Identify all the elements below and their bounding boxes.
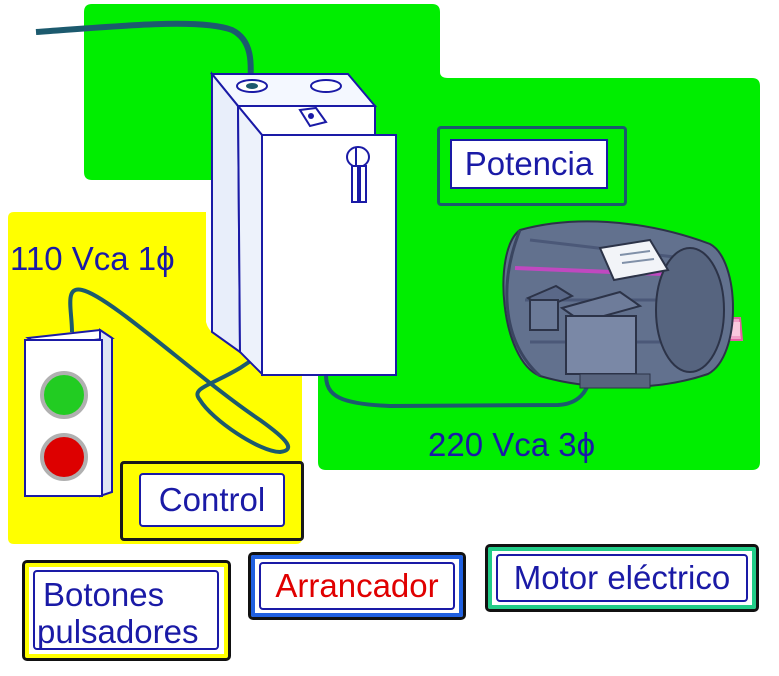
legend-pushbuttons-line1: Botones [43,576,165,613]
supply-cable [35,20,254,89]
control-section-label: Control [120,461,304,541]
starter-enclosure [209,71,397,377]
legend-motor-text: Motor eléctrico [513,558,731,596]
stop-button [40,433,88,481]
pushbutton-station [24,328,115,498]
legend-starter: Arrancador [248,552,466,620]
control-section-text: Control [158,480,266,518]
legend-pushbuttons: Botones pulsadores [22,560,231,661]
legend-motor: Motor eléctrico [485,544,759,612]
control-voltage-label: 110 Vca 1ϕ [10,240,175,277]
start-button [40,371,88,419]
motor-cable [324,374,592,409]
electric-motor [502,220,744,389]
power-section-label: Potencia [437,126,627,206]
control-cable [68,287,291,455]
power-voltage-label: 220 Vca 3ϕ [428,426,596,463]
power-section-text: Potencia [464,144,594,182]
legend-starter-text: Arrancador [275,566,439,604]
legend-pushbuttons-line2: pulsadores [37,613,199,650]
